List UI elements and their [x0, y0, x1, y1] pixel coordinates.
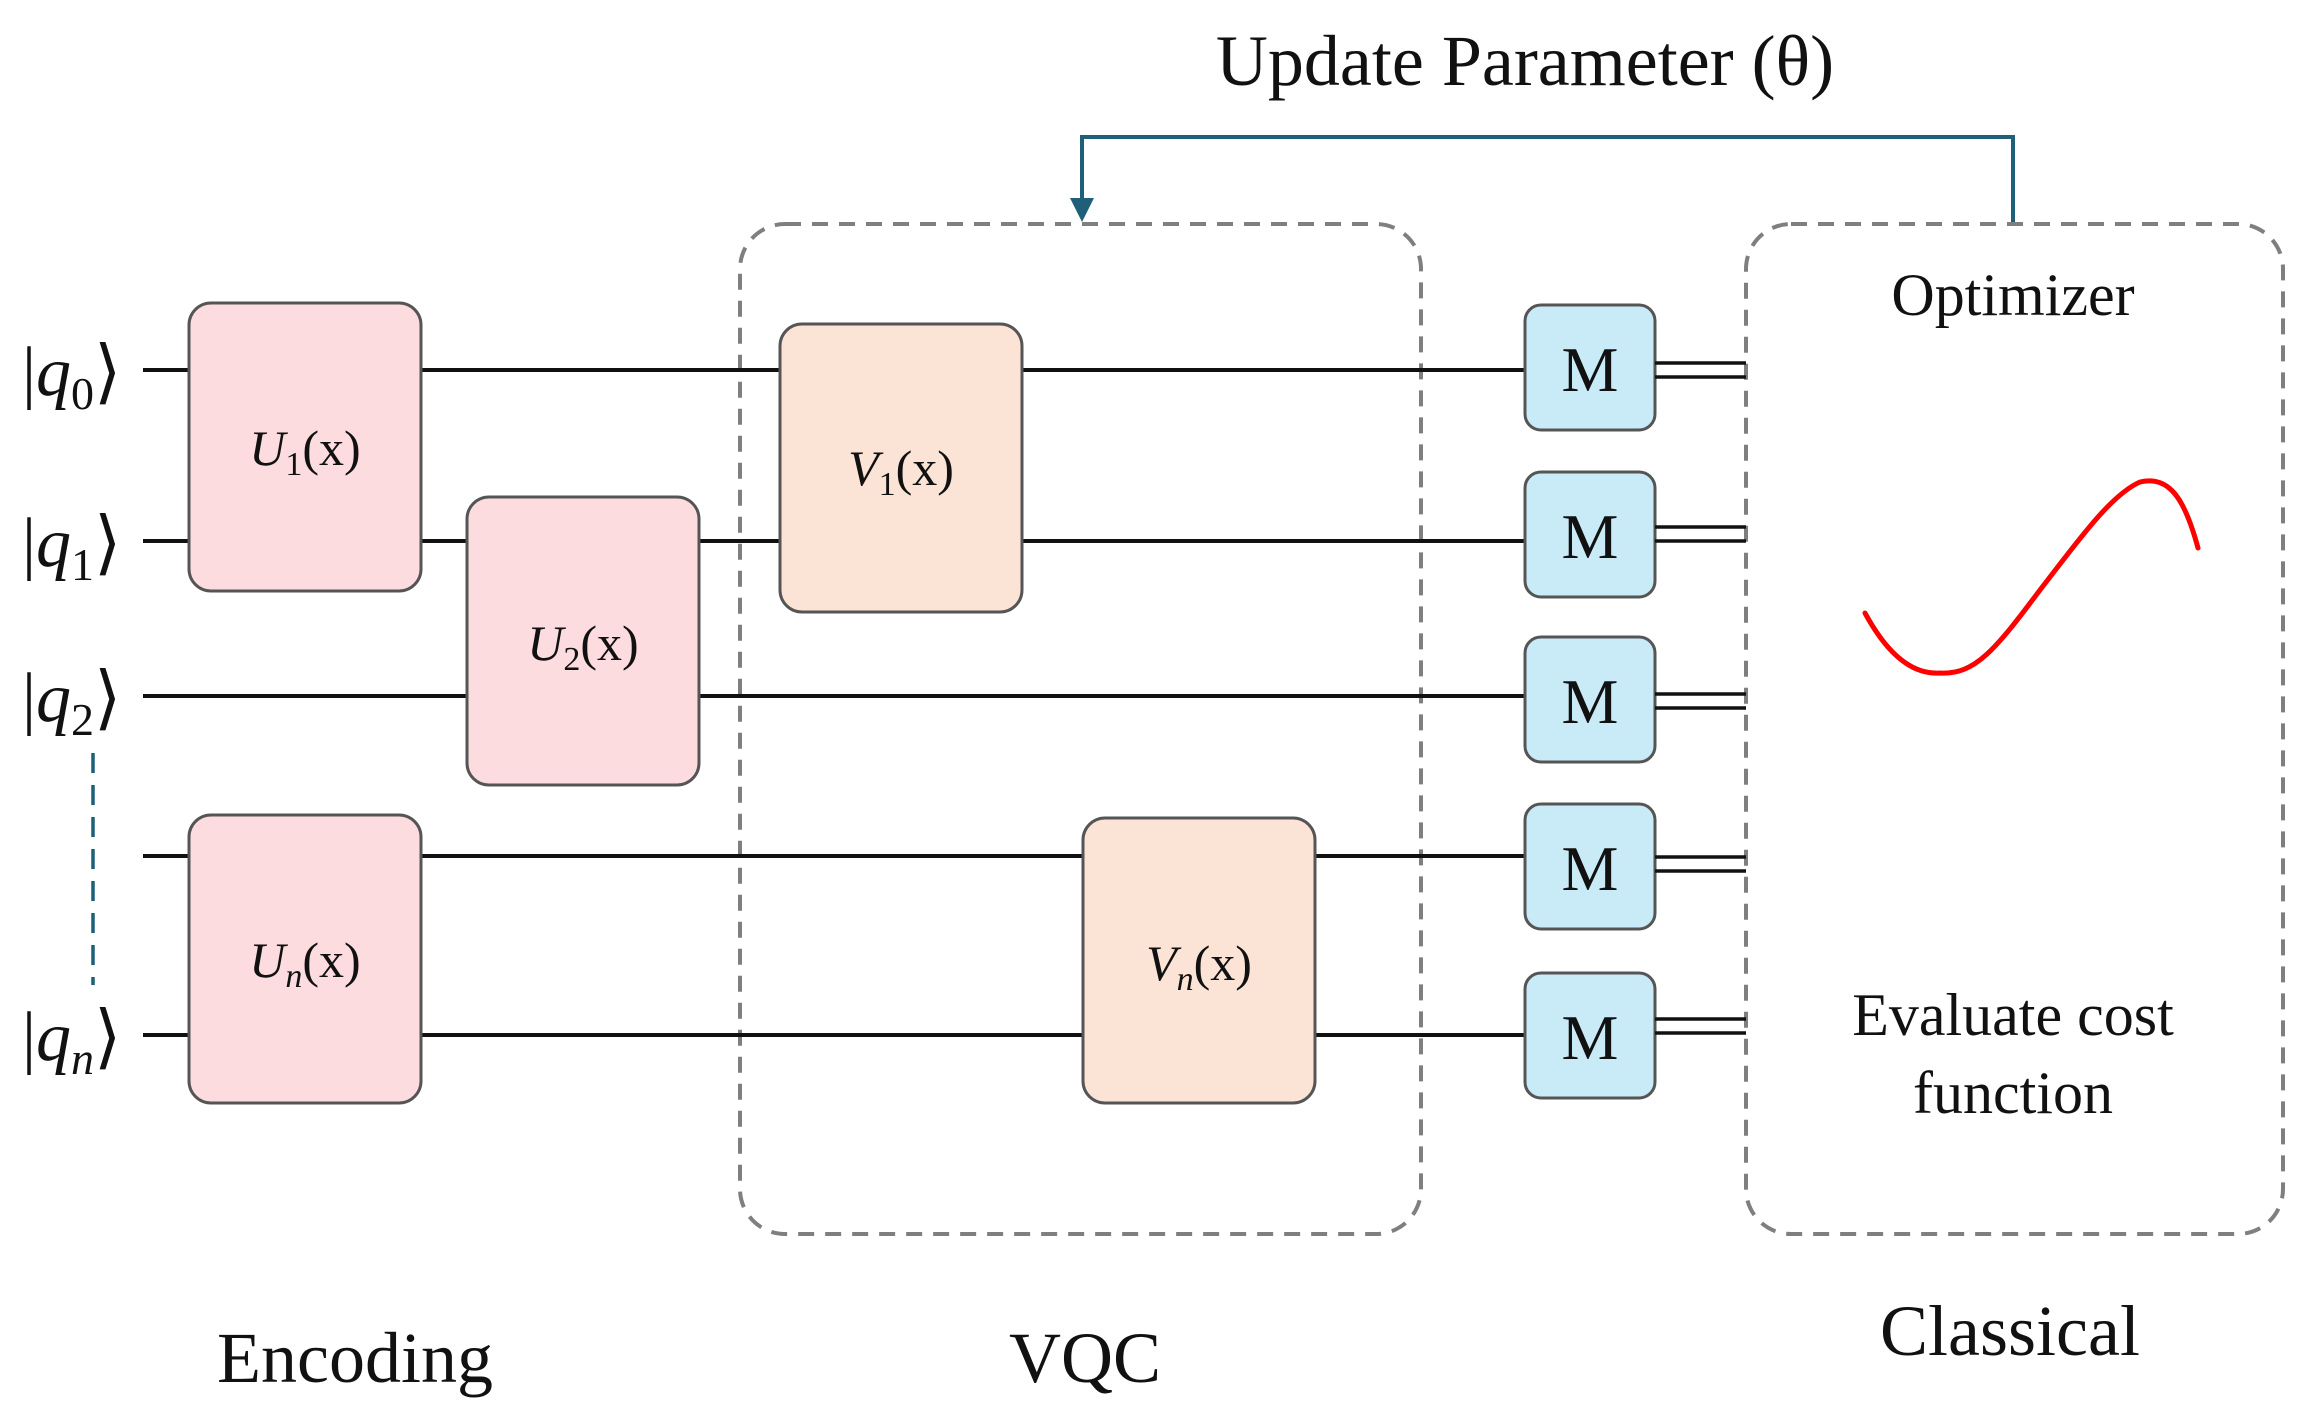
vqc-dashed-box	[738, 222, 1423, 1236]
section-classical-label: Classical	[1880, 1291, 2140, 1371]
ket-qn: |qn⟩	[22, 999, 121, 1084]
cost-curve-icon	[1862, 478, 2201, 676]
gate-un: Un(x)	[187, 813, 423, 1105]
measure-gate-q0: M	[1523, 303, 1746, 432]
evaluate-cost-label: Evaluate cost	[1852, 982, 2174, 1048]
gate-u1-label: U1(x)	[249, 420, 360, 483]
update-parameter-label: Update Parameter (θ)	[1216, 21, 1834, 101]
feedback-arrow-head	[1070, 198, 1094, 222]
gate-v1-label: V1(x)	[848, 440, 954, 503]
classical-dashed-box	[1744, 222, 2285, 1236]
measure-label: M	[1562, 501, 1619, 572]
measure-label: M	[1562, 334, 1619, 405]
function-label: function	[1913, 1060, 2113, 1126]
measure-label: M	[1562, 666, 1619, 737]
gate-u1: U1(x)	[187, 301, 423, 593]
measure-gate-q1: M	[1523, 470, 1746, 599]
measure-gate-qn: M	[1523, 971, 1746, 1100]
section-vqc-label: VQC	[1009, 1318, 1161, 1398]
gate-vn: Vn(x)	[1081, 816, 1317, 1105]
measure-gate-q2: M	[1523, 635, 1746, 764]
gate-u2: U2(x)	[465, 495, 701, 787]
measure-label: M	[1562, 1002, 1619, 1073]
measure-gate-extra: M	[1523, 802, 1746, 931]
ket-q2: |q2⟩	[22, 660, 121, 745]
feedback-arrow-line	[1080, 135, 2015, 225]
ket-q0: |q0⟩	[22, 334, 121, 419]
ket-q1: |q1⟩	[22, 505, 121, 590]
gate-u2-label: U2(x)	[527, 615, 638, 678]
section-encoding-label: Encoding	[217, 1318, 493, 1398]
gate-vn-label: Vn(x)	[1146, 935, 1252, 998]
optimizer-label: Optimizer	[1891, 262, 2134, 328]
gate-un-label: Un(x)	[249, 932, 360, 995]
measure-label: M	[1562, 833, 1619, 904]
gate-v1: V1(x)	[778, 322, 1024, 614]
